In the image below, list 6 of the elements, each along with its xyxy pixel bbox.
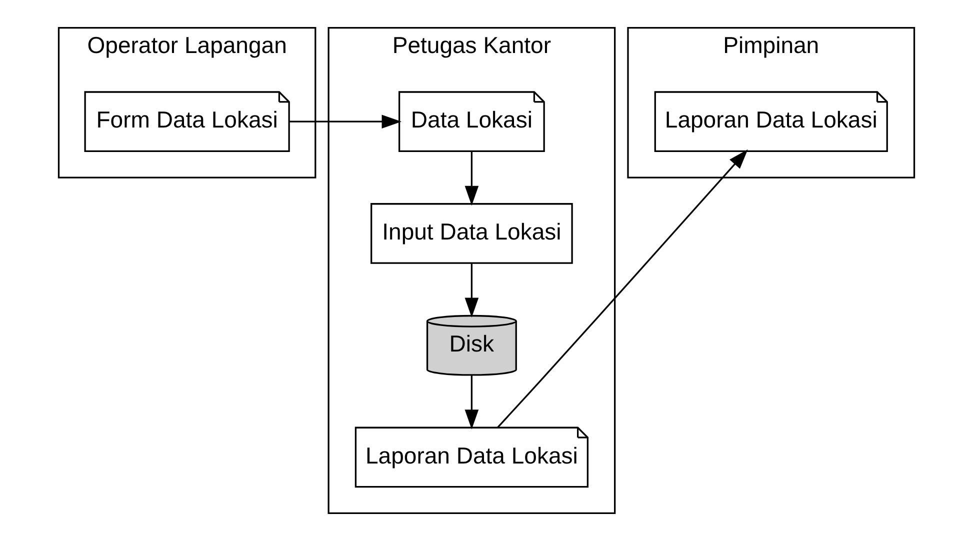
arrow <box>464 152 479 206</box>
arrow <box>464 264 479 318</box>
arrow <box>497 149 748 428</box>
arrow <box>464 376 479 430</box>
node-box: Input Data Lokasi <box>370 203 573 264</box>
arrow <box>289 114 402 129</box>
